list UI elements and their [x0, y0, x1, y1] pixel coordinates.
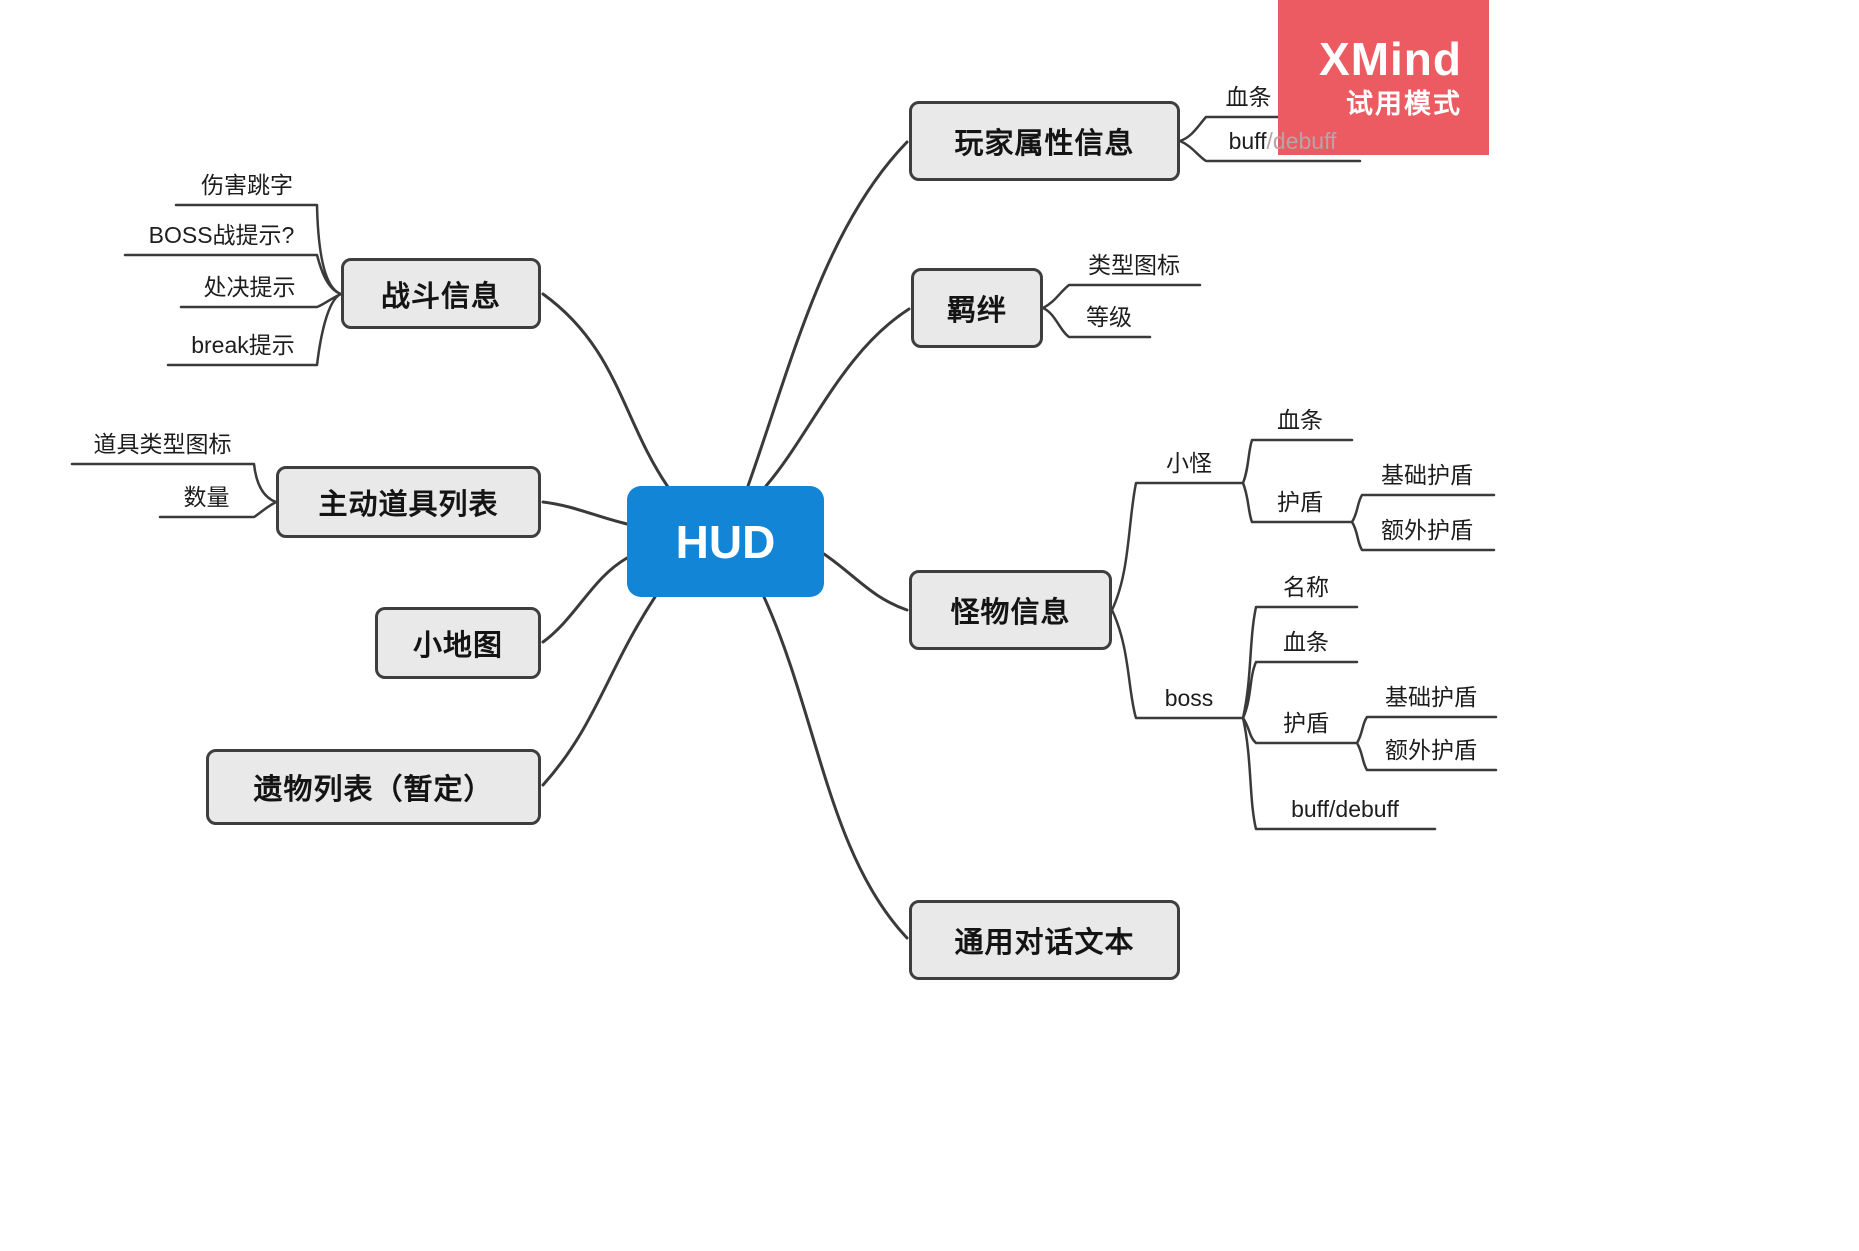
subtopic-minion-base-shield[interactable]: 基础护盾	[1381, 462, 1473, 488]
topic-bond[interactable]: 羁绊	[911, 268, 1043, 348]
subtopic-bond-level[interactable]: 等级	[1086, 304, 1132, 330]
subtopic-damage-numbers[interactable]: 伤害跳字	[201, 172, 293, 198]
debuff-text-faded: /debuff	[1266, 128, 1337, 154]
root-topic-hud[interactable]: HUD	[627, 486, 824, 597]
subtopic-boss-hp-bar[interactable]: 血条	[1283, 629, 1329, 655]
subtopic-boss-extra-shield[interactable]: 额外护盾	[1385, 737, 1477, 763]
subtopic-boss-shield[interactable]: 护盾	[1283, 710, 1329, 736]
topic-relic-list[interactable]: 遗物列表（暂定）	[206, 749, 541, 825]
buff-text: buff	[1228, 128, 1267, 154]
subtopic-boss-base-shield[interactable]: 基础护盾	[1385, 684, 1477, 710]
subtopic-player-buff-debuff[interactable]: buff/debuff	[1205, 125, 1360, 157]
subtopic-item-type-icon[interactable]: 道具类型图标	[93, 431, 232, 457]
subtopic-minion[interactable]: 小怪	[1166, 450, 1212, 476]
topic-active-item-list[interactable]: 主动道具列表	[276, 466, 541, 538]
subtopic-execution-hint[interactable]: 处决提示	[203, 274, 296, 300]
topic-player-attributes[interactable]: 玩家属性信息	[909, 101, 1180, 181]
subtopic-break-hint[interactable]: break提示	[191, 332, 295, 358]
xmind-logo-text: XMind	[1319, 33, 1462, 85]
subtopic-minion-hp-bar[interactable]: 血条	[1277, 407, 1323, 433]
subtopic-boss[interactable]: boss	[1164, 685, 1214, 711]
subtopic-bond-type-icon[interactable]: 类型图标	[1088, 252, 1180, 278]
subtopic-boss-battle-hint[interactable]: BOSS战提示?	[148, 222, 295, 248]
topic-monster-info[interactable]: 怪物信息	[909, 570, 1112, 650]
subtopic-player-hp-bar[interactable]: 血条	[1225, 84, 1272, 110]
subtopic-item-count[interactable]: 数量	[183, 484, 230, 510]
subtopic-minion-shield[interactable]: 护盾	[1277, 489, 1323, 515]
subtopic-minion-extra-shield[interactable]: 额外护盾	[1381, 517, 1473, 543]
subtopic-boss-buff-debuff[interactable]: buff/debuff	[1291, 796, 1399, 822]
topic-combat-info[interactable]: 战斗信息	[341, 258, 541, 329]
trial-mode-label: 试用模式	[1346, 89, 1462, 119]
subtopic-boss-name[interactable]: 名称	[1283, 574, 1329, 600]
topic-minimap[interactable]: 小地图	[375, 607, 541, 679]
topic-dialog-text[interactable]: 通用对话文本	[909, 900, 1180, 980]
